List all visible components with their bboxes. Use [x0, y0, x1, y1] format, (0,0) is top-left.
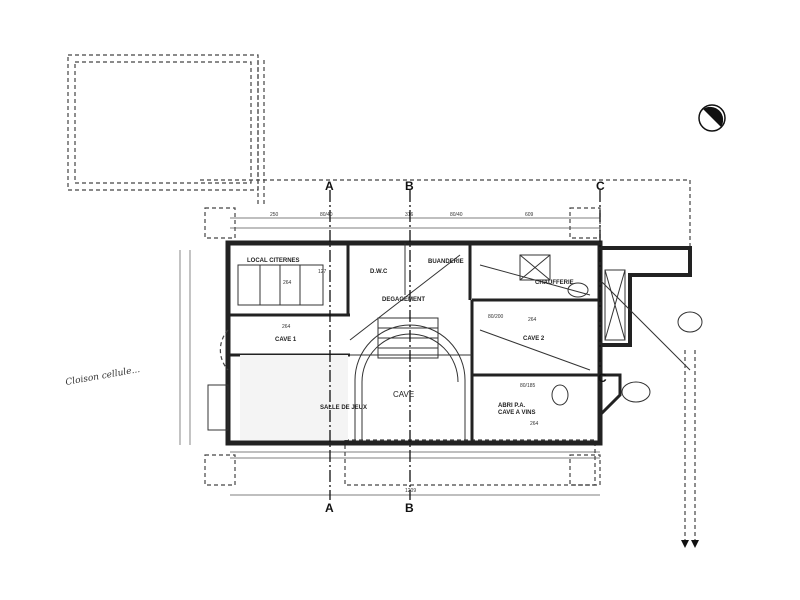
interior-details: [207, 254, 703, 548]
north-arrow-icon: [698, 104, 726, 132]
dim-top-3: 316: [405, 212, 414, 218]
room-abri-line2: CAVE A VINS: [498, 410, 535, 416]
section-a-bottom: A: [325, 501, 334, 515]
dim-top-5: 609: [525, 212, 534, 218]
section-c-bottom: C: [598, 371, 607, 385]
room-buanderie: BUANDERIE: [428, 259, 464, 265]
room-cave2: CAVE 2: [523, 336, 545, 342]
dimension-labels: 250 80/40 316 80/40 609 264 264 264 1209…: [270, 212, 539, 494]
room-salle-de-jeux: SALLE DE JEUX: [320, 405, 367, 411]
section-lines: A B C A B C: [325, 179, 607, 515]
dim-citernes-127: 127: [318, 269, 327, 275]
room-chaufferie: CHAUFFERIE: [535, 280, 574, 286]
dim-top-2: 80/40: [320, 212, 333, 218]
dim-cave1: 264: [282, 324, 291, 330]
room-cave1: CAVE 1: [275, 337, 297, 343]
section-a-top: A: [325, 179, 334, 193]
handwritten-note: Cloison cellule...: [65, 365, 141, 388]
section-b-bottom: B: [405, 501, 414, 515]
room-dwc: D.W.C: [370, 269, 388, 275]
dim-door-80-200: 80/200: [488, 314, 504, 320]
room-cave: CAVE: [393, 390, 414, 399]
room-abri-line1: ABRI P.A.: [498, 403, 526, 409]
section-b-top: B: [405, 179, 414, 193]
dim-cave2: 264: [528, 317, 537, 323]
outer-dimension-lines: [179, 179, 691, 496]
building-walls: [225, 240, 692, 446]
room-local-citernes: LOCAL CITERNES: [247, 258, 300, 264]
section-c-top: C: [596, 179, 605, 193]
dim-bottom-total: 1209: [405, 488, 416, 494]
dim-abri: 264: [530, 421, 539, 427]
terrace-outline: [67, 54, 265, 205]
dim-door-80-185: 80/185: [520, 383, 536, 389]
dim-top-4: 80/40: [450, 212, 463, 218]
dim-top-1: 250: [270, 212, 279, 218]
dim-citernes-264: 264: [283, 280, 292, 286]
room-labels: LOCAL CITERNES D.W.C BUANDERIE DEGAGEMEN…: [247, 258, 574, 416]
room-degagement: DEGAGEMENT: [382, 297, 425, 303]
